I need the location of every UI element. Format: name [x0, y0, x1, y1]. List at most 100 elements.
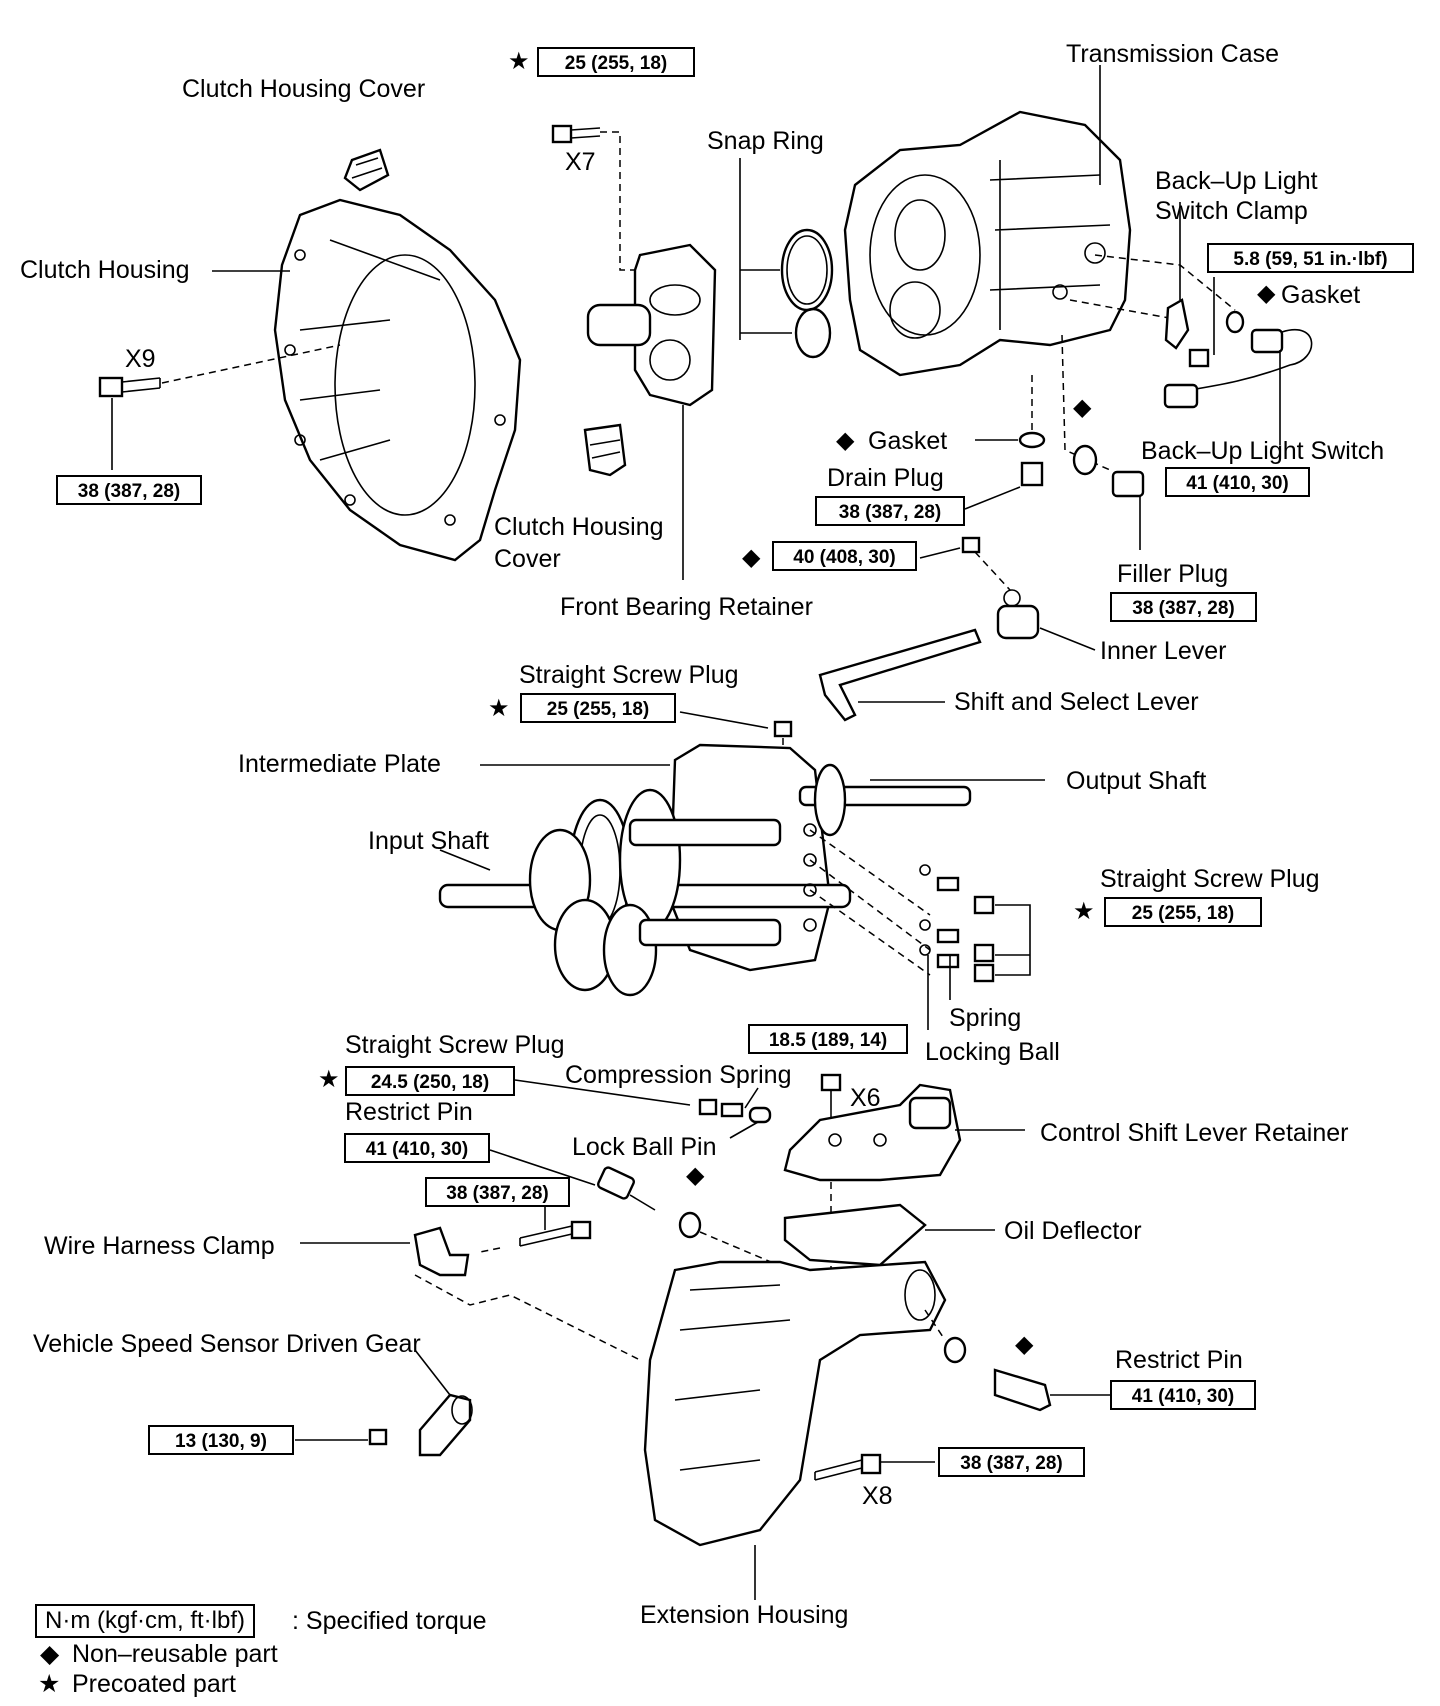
label-gasket-right: Gasket — [1281, 281, 1361, 309]
label-inner-lever: Inner Lever — [1100, 637, 1227, 665]
legend-torque-unit-box: N·m (kgf·cm, ft·lbf) — [35, 1604, 255, 1638]
label-backup-light-switch-clamp-1: Back–Up Light — [1155, 167, 1318, 195]
label-clutch-housing-cover-top: Clutch Housing Cover — [182, 75, 426, 103]
label-x9: X9 — [125, 345, 156, 373]
inner-lever-bolt-part — [961, 536, 981, 554]
inner-lever-part — [996, 589, 1040, 640]
legend-torque-desc: : Specified torque — [292, 1607, 487, 1635]
transmission-case-part — [843, 110, 1132, 377]
restrict-pin-right-part — [993, 1368, 1052, 1412]
gasket-mid-part — [1018, 431, 1046, 449]
label-intermediate-plate: Intermediate Plate — [238, 750, 441, 778]
gasket-right-lower-part — [943, 1336, 967, 1364]
compression-spring-set-part — [698, 1098, 772, 1124]
star-straight-screw-plug-2: ★ — [1073, 898, 1095, 925]
snap-ring-parts — [780, 228, 834, 359]
label-extension-housing: Extension Housing — [640, 1601, 849, 1629]
diamond-restrict-pin-right: ◆ — [1015, 1331, 1034, 1358]
x9-bolt-part — [98, 376, 161, 398]
torque-box-x6: 18.5 (189, 14) — [748, 1024, 908, 1054]
front-bearing-retainer-part — [586, 243, 717, 407]
label-restrict-pin-left: Restrict Pin — [345, 1098, 473, 1126]
torque-box-backup-switch: 41 (410, 30) — [1165, 467, 1310, 497]
star-straight-screw-plug-3: ★ — [318, 1066, 340, 1093]
label-straight-screw-plug-2: Straight Screw Plug — [1100, 865, 1320, 893]
torque-box-x9: 38 (387, 28) — [56, 475, 202, 505]
x6-bolt-part — [820, 1073, 842, 1110]
label-x6: X6 — [850, 1084, 881, 1112]
diamond-gasket-right: ◆ — [1257, 280, 1276, 307]
label-oil-deflector: Oil Deflector — [1004, 1217, 1142, 1245]
diamond-filler-plug: ◆ — [1073, 394, 1092, 421]
torque-box-drain-plug: 38 (387, 28) — [815, 496, 965, 526]
oil-deflector-part — [783, 1203, 927, 1267]
diamond-gasket-mid: ◆ — [836, 427, 855, 454]
extension-housing-part — [643, 1260, 947, 1547]
torque-box-filler-plug: 38 (387, 28) — [1110, 592, 1257, 622]
label-clutch-housing-cover-low-1: Clutch Housing — [494, 513, 664, 541]
restrict-pin-left-part — [596, 1166, 656, 1211]
torque-box-straight-screw-plug-1: 25 (255, 18) — [520, 693, 676, 723]
label-clutch-housing: Clutch Housing — [20, 256, 190, 284]
torque-box-straight-screw-plug-2: 25 (255, 18) — [1104, 897, 1262, 927]
backup-light-switch-part — [1163, 328, 1313, 409]
legend-nonreusable: Non–reusable part — [72, 1640, 278, 1668]
torque-box-backup-clamp: 5.8 (59, 51 in.·lbf) — [1207, 243, 1414, 273]
label-x8: X8 — [862, 1482, 893, 1510]
torque-box-restrict-pin-right: 41 (410, 30) — [1110, 1380, 1256, 1410]
clutch-housing-cover-top-part — [343, 148, 390, 192]
label-restrict-pin-right: Restrict Pin — [1115, 1346, 1243, 1374]
label-front-bearing-retainer: Front Bearing Retainer — [560, 593, 813, 621]
locking-ball-spring-set-part — [919, 864, 995, 983]
torque-box-vss: 13 (130, 9) — [148, 1425, 294, 1455]
label-transmission-case: Transmission Case — [1066, 40, 1280, 68]
wire-harness-clamp-part — [413, 1226, 470, 1277]
backup-light-switch-clamp-part — [1164, 298, 1210, 368]
label-clutch-housing-cover-low-2: Cover — [494, 545, 561, 573]
diamond-40-bolt: ◆ — [742, 544, 761, 571]
label-backup-light-switch: Back–Up Light Switch — [1141, 437, 1385, 465]
label-vehicle-speed-sensor-driven-gear: Vehicle Speed Sensor Driven Gear — [33, 1330, 421, 1358]
x8-bolt-part — [814, 1453, 882, 1481]
label-control-shift-lever-retainer: Control Shift Lever Retainer — [1040, 1119, 1349, 1147]
shift-select-lever-part — [818, 628, 982, 722]
label-shift-and-select-lever: Shift and Select Lever — [954, 688, 1199, 716]
gasket-right-part — [1225, 310, 1245, 334]
label-wire-harness-clamp: Wire Harness Clamp — [44, 1232, 275, 1260]
torque-box-top: 25 (255, 18) — [537, 47, 695, 77]
intermediate-plate-gear-assembly-part — [438, 743, 972, 997]
label-snap-ring: Snap Ring — [707, 127, 824, 155]
label-x7: X7 — [565, 148, 596, 176]
torque-box-restrict-pin-left: 41 (410, 30) — [344, 1133, 490, 1163]
label-straight-screw-plug-3: Straight Screw Plug — [345, 1031, 565, 1059]
label-drain-plug: Drain Plug — [827, 464, 944, 492]
label-spring: Spring — [949, 1004, 1022, 1032]
vss-driven-gear-part — [418, 1393, 473, 1457]
star-straight-screw-plug-1: ★ — [488, 695, 510, 722]
gasket-left-part — [678, 1211, 702, 1239]
label-straight-screw-plug-1: Straight Screw Plug — [519, 661, 739, 689]
diamond-gasket-left: ◆ — [686, 1162, 705, 1189]
legend-precoated: Precoated part — [72, 1670, 236, 1698]
label-input-shaft: Input Shaft — [368, 827, 489, 855]
label-output-shaft: Output Shaft — [1066, 767, 1207, 795]
torque-box-x8: 38 (387, 28) — [938, 1447, 1085, 1477]
legend-diamond-icon: ◆ — [40, 1640, 60, 1668]
filler-plug-gasket-part — [1072, 444, 1098, 476]
drain-plug-part — [1020, 461, 1044, 487]
star-top: ★ — [508, 48, 530, 75]
clutch-housing-part — [273, 198, 522, 562]
straight-screw-plug-top-part — [773, 720, 793, 738]
filler-plug-part — [1111, 470, 1145, 498]
clutch-housing-cover-low-part — [583, 423, 627, 477]
torque-box-40: 40 (408, 30) — [772, 541, 917, 571]
legend-star-icon: ★ — [38, 1670, 61, 1698]
label-lock-ball-pin: Lock Ball Pin — [572, 1133, 717, 1161]
label-filler-plug: Filler Plug — [1117, 560, 1229, 588]
label-compression-spring: Compression Spring — [565, 1061, 792, 1089]
x7-bolt-part — [551, 124, 601, 144]
control-shift-lever-retainer-part — [783, 1083, 962, 1182]
label-locking-ball: Locking Ball — [925, 1038, 1060, 1066]
vss-bolt-part — [368, 1428, 388, 1446]
